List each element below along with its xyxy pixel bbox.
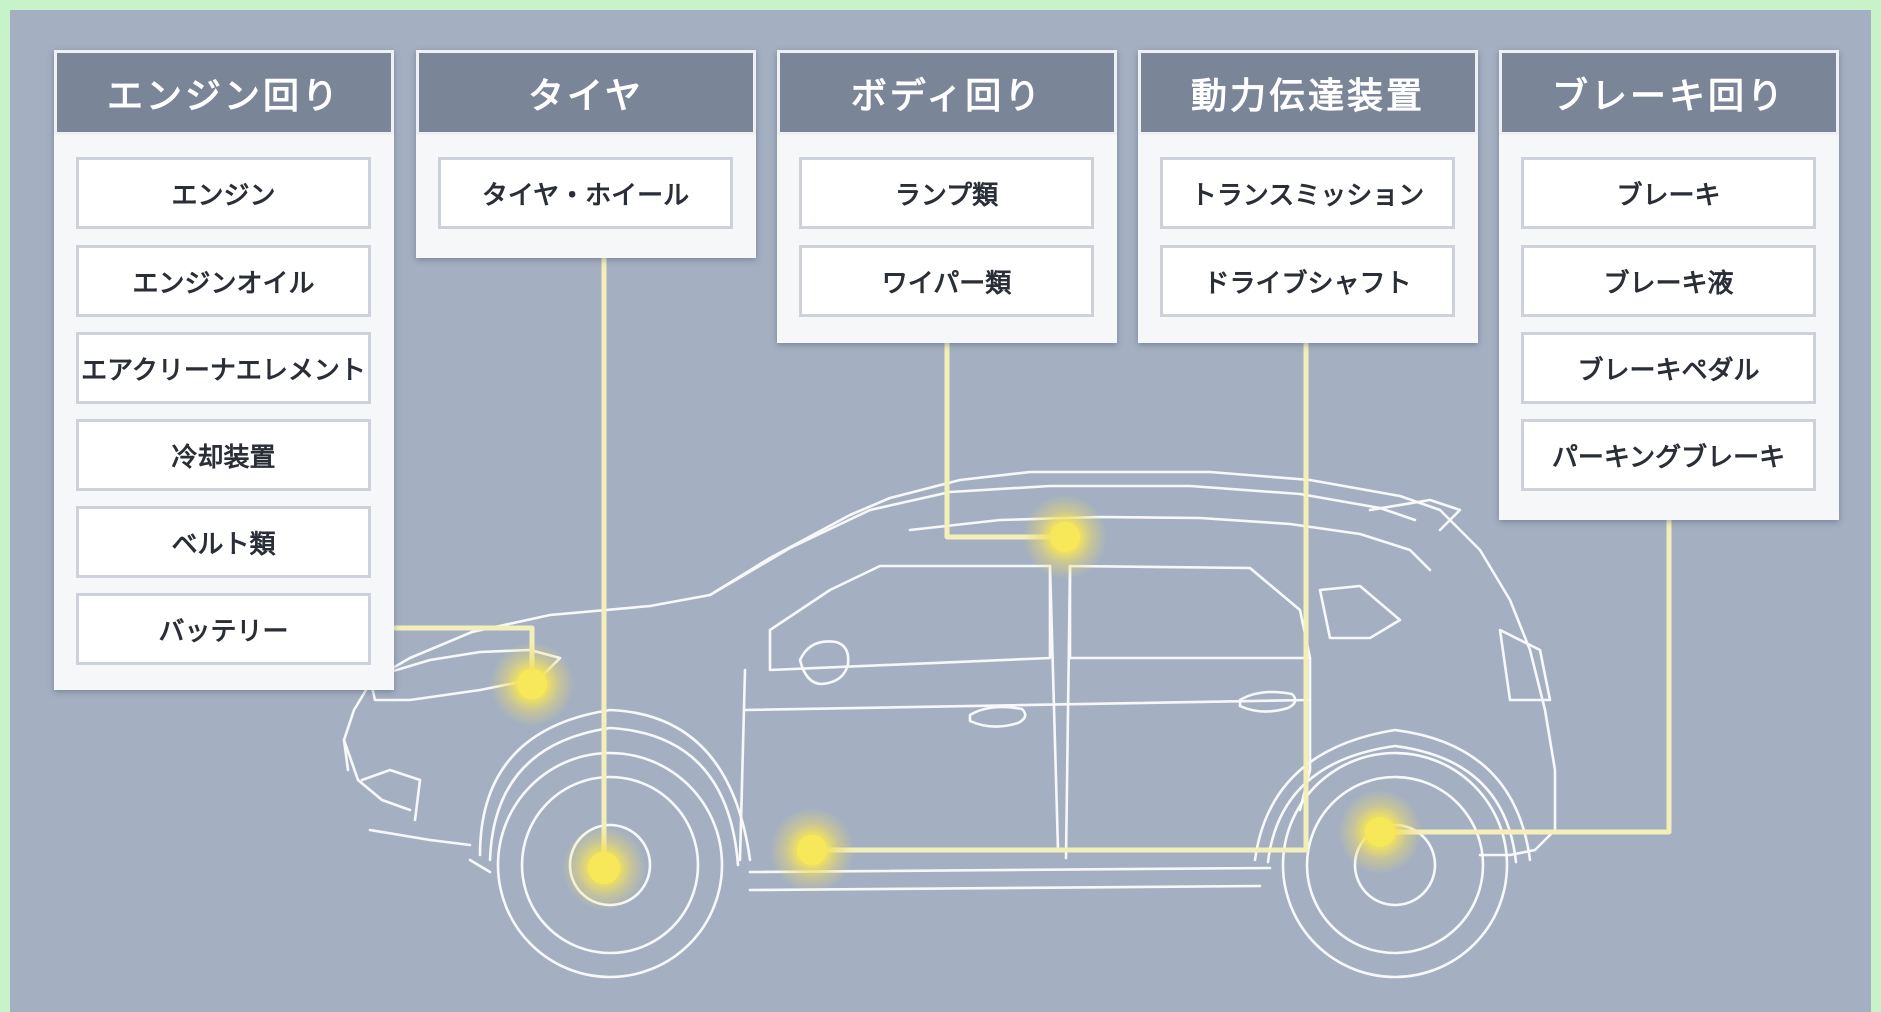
item-drive-shaft[interactable]: ドライブシャフト: [1160, 245, 1455, 317]
item-air-cleaner-element[interactable]: エアクリーナエレメント: [76, 332, 371, 404]
item-lamps[interactable]: ランプ類: [799, 157, 1094, 229]
car-outline: [342, 470, 1557, 892]
car-diagram: [342, 258, 1672, 979]
item-brake[interactable]: ブレーキ: [1521, 157, 1816, 229]
panel-engine: エンジン回り エンジン エンジンオイル エアクリーナエレメント 冷却装置 ベルト…: [54, 50, 394, 690]
item-belts[interactable]: ベルト類: [76, 506, 371, 578]
panel-tire: タイヤ タイヤ・ホイール: [416, 50, 756, 258]
item-transmission[interactable]: トランスミッション: [1160, 157, 1455, 229]
item-engine[interactable]: エンジン: [76, 157, 371, 229]
panel-brake: ブレーキ回り ブレーキ ブレーキ液 ブレーキペダル パーキングブレーキ: [1499, 50, 1839, 520]
item-parking-brake[interactable]: パーキングブレーキ: [1521, 419, 1816, 491]
panel-drivetrain: 動力伝達装置 トランスミッション ドライブシャフト: [1138, 50, 1478, 343]
panel-drivetrain-title: 動力伝達装置: [1138, 50, 1478, 135]
item-tire-wheel[interactable]: タイヤ・ホイール: [438, 157, 733, 229]
front-wheel: [496, 751, 724, 979]
panel-brake-title: ブレーキ回り: [1499, 50, 1839, 135]
item-brake-pedal[interactable]: ブレーキペダル: [1521, 332, 1816, 404]
engine-hotspot-core: [517, 669, 547, 699]
panel-body-title: ボディ回り: [777, 50, 1117, 135]
roof-hotspot-core: [1050, 522, 1080, 552]
item-engine-oil[interactable]: エンジンオイル: [76, 245, 371, 317]
connector-brake: [1380, 520, 1672, 835]
connector-drivetrain: [812, 343, 1309, 853]
item-wipers[interactable]: ワイパー類: [799, 245, 1094, 317]
item-cooling-system[interactable]: 冷却装置: [76, 419, 371, 491]
panel-tire-title: タイヤ: [416, 50, 756, 135]
panel-body: ボディ回り ランプ類 ワイパー類: [777, 50, 1117, 343]
rocker-hotspot-core: [797, 835, 827, 865]
front-wheel-hotspot-core: [588, 852, 620, 884]
diagram-stage: エンジン回り エンジン エンジンオイル エアクリーナエレメント 冷却装置 ベルト…: [10, 10, 1871, 1012]
item-battery[interactable]: バッテリー: [76, 593, 371, 665]
item-brake-fluid[interactable]: ブレーキ液: [1521, 245, 1816, 317]
panel-engine-title: エンジン回り: [54, 50, 394, 135]
rear-wheel-hotspot-core: [1365, 817, 1395, 847]
